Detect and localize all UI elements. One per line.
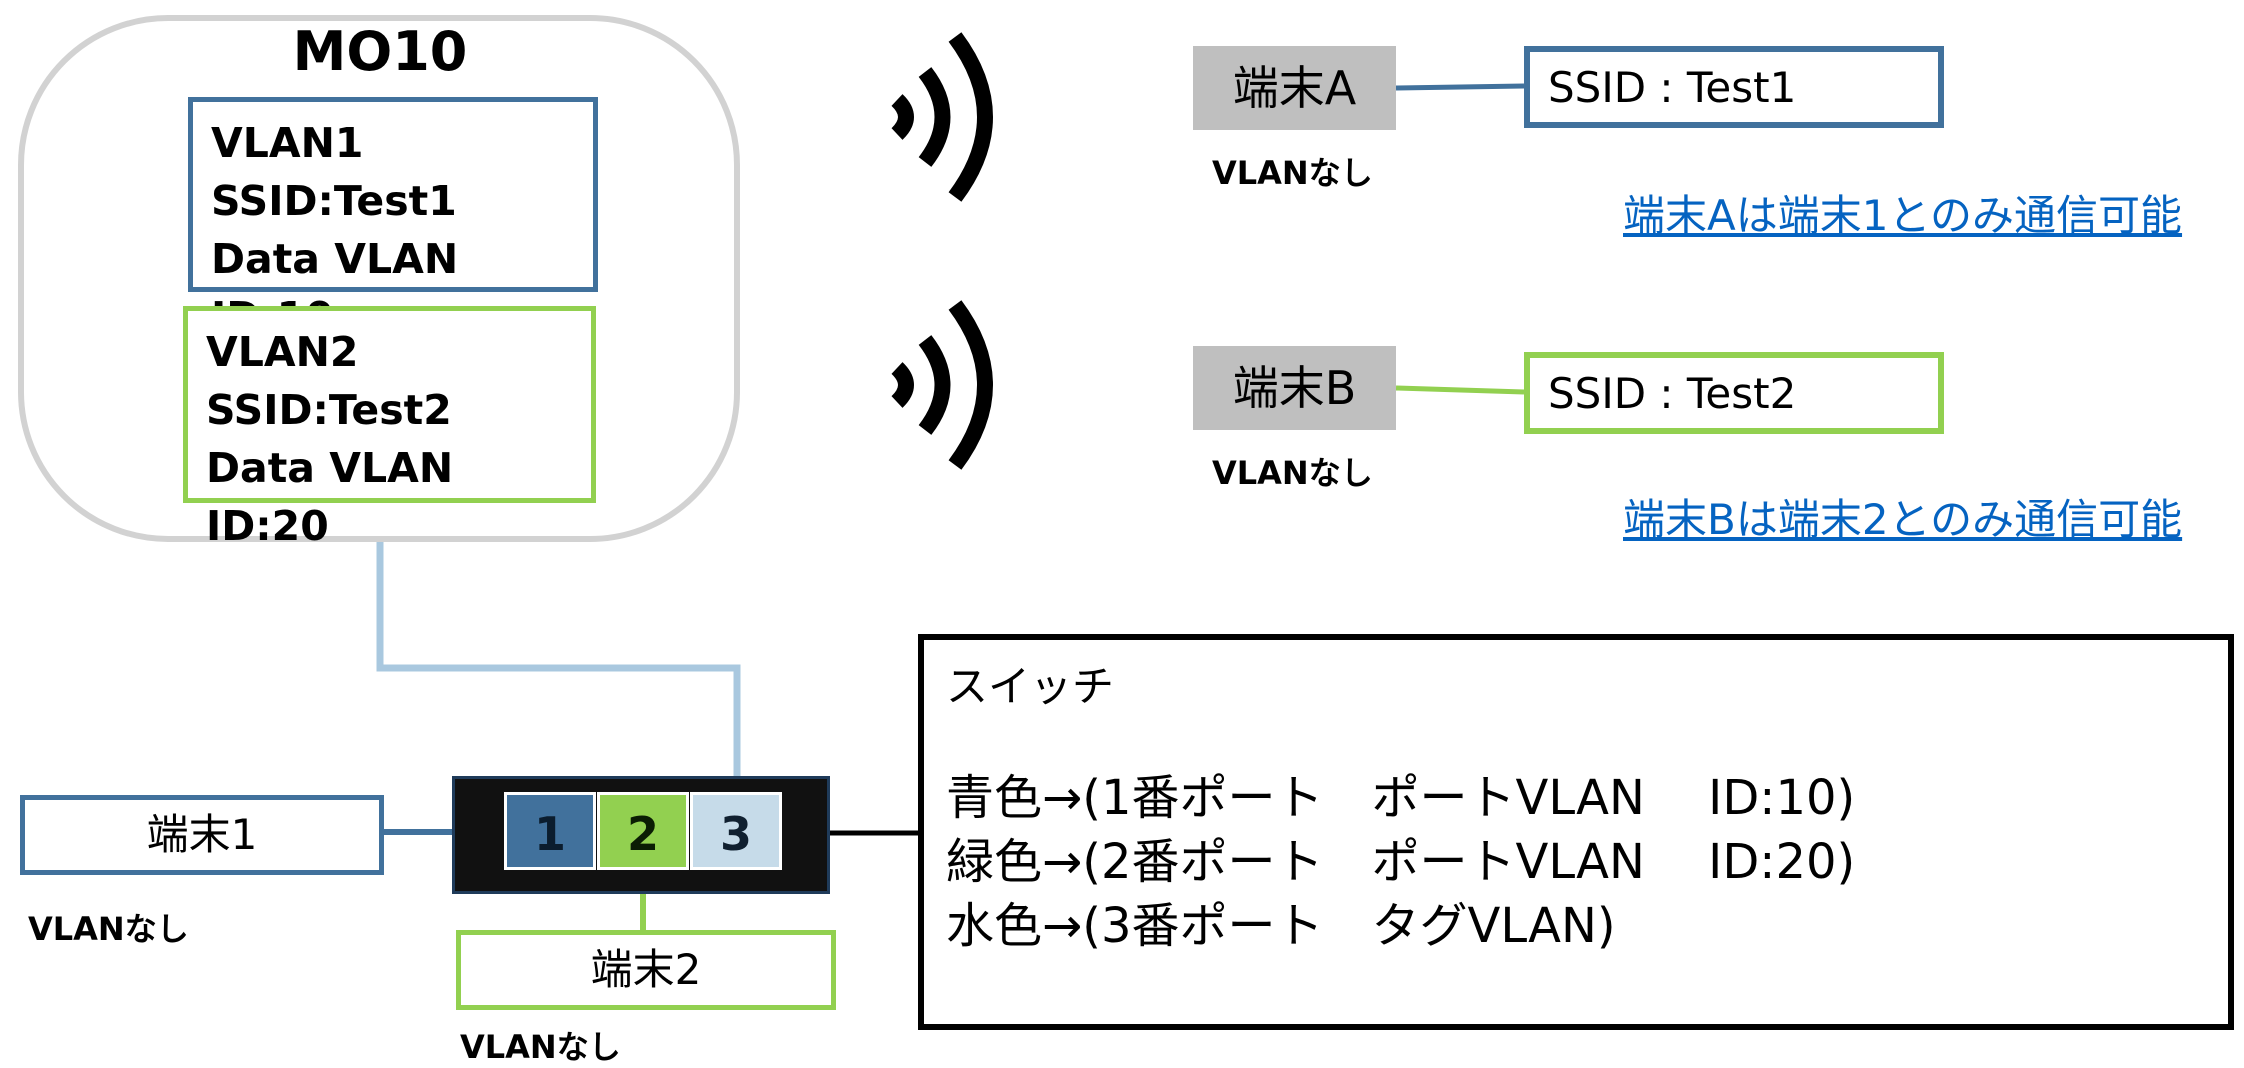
wifi-signal-icon: [891, 32, 993, 202]
switch-port-2: 2: [597, 792, 689, 870]
ssid-test2-box: SSID : Test2: [1524, 352, 1944, 434]
vlan2-id: Data VLAN ID:20: [206, 444, 454, 550]
access-point-title: MO10: [292, 20, 468, 83]
terminal-b-link[interactable]: 端末Bは端末2とのみ通信可能: [1623, 495, 2183, 544]
legend-line-lightblue: 水色→(3番ポート タグVLAN): [946, 898, 1616, 954]
terminal-a: 端末A: [1193, 46, 1396, 130]
terminal-a-link[interactable]: 端末Aは端末1とのみ通信可能: [1623, 191, 2183, 240]
ssid-test1-box: SSID : Test1: [1524, 46, 1944, 128]
wifi-signal-icon: [891, 300, 993, 470]
vlan1-name: VLAN1: [211, 119, 364, 167]
termB-ssid-line: [1395, 385, 1525, 395]
terminal-a-note: VLANなし: [1212, 154, 1373, 192]
terminal-1: 端末1: [20, 795, 384, 875]
switch-port-3: 3: [690, 792, 782, 870]
switch-legend-box: スイッチ 青色→(1番ポート ポートVLAN ID:10) 緑色→(2番ポート …: [918, 634, 2234, 1030]
terminal-b: 端末B: [1193, 346, 1396, 430]
legend-line-green: 緑色→(2番ポート ポートVLAN ID:20): [946, 834, 1856, 890]
legend-title: スイッチ: [946, 662, 1115, 711]
vlan1-box: VLAN1 SSID:Test1 Data VLAN ID:10: [188, 97, 598, 341]
termA-ssid-line: [1395, 83, 1525, 91]
vlan1-ssid: SSID:Test1: [211, 177, 457, 225]
vlan2-ssid: SSID:Test2: [206, 386, 452, 434]
switch-port-1: 1: [504, 792, 596, 870]
terminal-1-note: VLANなし: [28, 910, 189, 948]
trunk-cable: [376, 542, 741, 792]
terminal-2: 端末2: [456, 930, 836, 1010]
vlan2-name: VLAN2: [206, 328, 359, 376]
terminal-b-note: VLANなし: [1212, 454, 1373, 492]
legend-line-blue: 青色→(1番ポート ポートVLAN ID:10): [946, 770, 1856, 826]
vlan2-box: VLAN2 SSID:Test2 Data VLAN ID:20: [183, 306, 596, 550]
terminal-2-note: VLANなし: [460, 1028, 621, 1066]
